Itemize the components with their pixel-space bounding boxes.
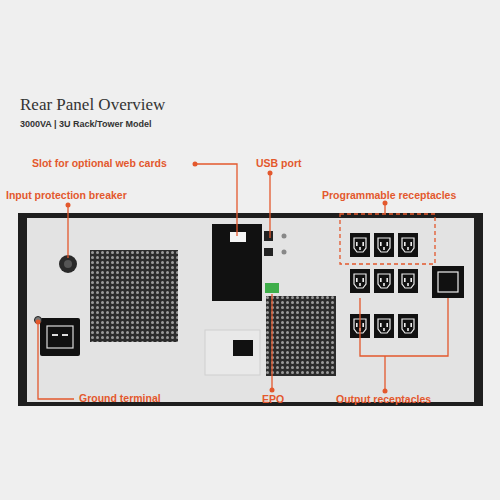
c13-receptacle: [398, 233, 418, 257]
callout-label: Ground terminal: [79, 392, 161, 404]
c19-detail: [438, 272, 458, 292]
c13-receptacle: [398, 314, 418, 338]
c13-receptacle: [350, 233, 370, 257]
callout-label: Programmable receptacles: [322, 189, 456, 201]
breaker-knob: [64, 260, 72, 268]
ground-screw: [35, 317, 42, 324]
leader-dot: [193, 162, 198, 167]
panel-frame: [18, 213, 483, 406]
panel-face: [27, 218, 474, 402]
output-area: [205, 330, 260, 375]
leader-line: [269, 173, 270, 238]
vent-grille: [90, 250, 178, 342]
callout-label: Output receptacles: [336, 393, 431, 405]
slot-label: [230, 232, 246, 242]
group-bracket: [340, 214, 435, 264]
leader-line: [67, 205, 68, 258]
c13-receptacle: [398, 269, 418, 293]
leader-dot: [383, 389, 388, 394]
inlet-pin: [62, 334, 68, 336]
screw: [282, 250, 287, 255]
leader-line: [384, 356, 385, 391]
leader-dot: [270, 388, 275, 393]
leader-line: [195, 164, 237, 236]
inlet-detail: [47, 326, 73, 348]
page-title: Rear Panel Overview: [20, 95, 165, 115]
vent-holes: [90, 250, 178, 342]
input-inlet: [40, 318, 80, 356]
vent-grille: [266, 296, 336, 376]
c13-receptacle: [350, 269, 370, 293]
inlet-pin: [52, 334, 58, 336]
c13-receptacle: [374, 233, 394, 257]
subtitle: 3000VA | 3U Rack/Tower Model: [20, 119, 151, 129]
screw: [282, 234, 287, 239]
callout-label: EPO: [262, 393, 284, 405]
c13-receptacle: [374, 314, 394, 338]
leader-dot: [36, 320, 41, 325]
leader-line: [360, 298, 448, 356]
c13-receptacle: [374, 269, 394, 293]
small-inlet: [233, 340, 253, 356]
leader-dot: [66, 203, 71, 208]
leader-dot: [268, 171, 273, 176]
dip-switch: [264, 248, 273, 256]
usb-port: [264, 231, 273, 241]
callout-label: Input protection breaker: [6, 189, 127, 201]
leader-line: [38, 322, 74, 399]
leader-line: [271, 294, 272, 390]
c19-receptacle: [432, 266, 464, 298]
epo-terminal: [265, 283, 279, 293]
callout-label: Slot for optional web cards: [32, 157, 167, 169]
vent-holes: [266, 296, 336, 376]
callout-label: USB port: [256, 157, 302, 169]
leader-dot: [383, 201, 388, 206]
